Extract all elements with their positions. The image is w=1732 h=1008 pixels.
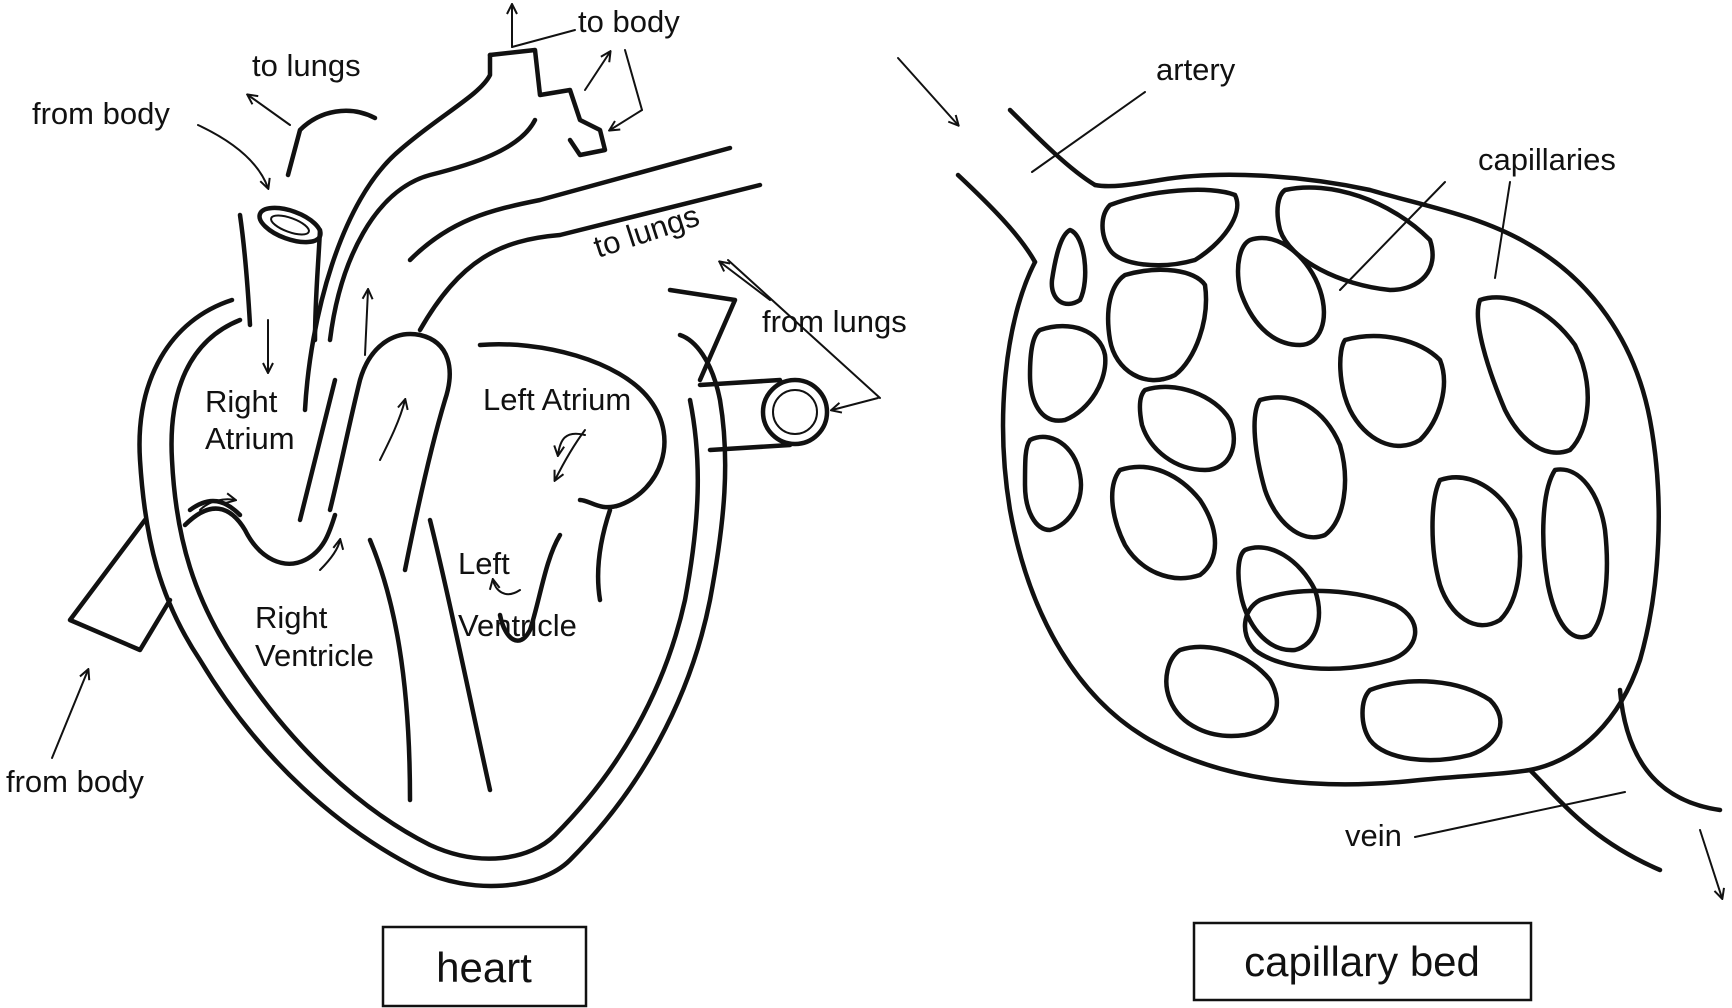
capillary-loop (1238, 238, 1324, 345)
label-left-atrium: Left Atrium (483, 382, 631, 417)
from-lungs-arrow-2 (832, 398, 878, 410)
capillary-loop (1112, 467, 1215, 578)
heart-caption: heart (436, 944, 532, 991)
label-vein: vein (1345, 818, 1402, 853)
artery-leader (1032, 92, 1145, 172)
capillary-loop (1108, 270, 1206, 380)
capillary-loop (1363, 681, 1501, 760)
artery-wall-lower (958, 175, 1035, 262)
capillary-loop (1255, 397, 1345, 537)
superior-vena-cava (240, 215, 250, 325)
capillary-loop (1052, 230, 1085, 304)
label-left-ventricle-2: Ventricle (458, 608, 577, 643)
capillary-loop (1103, 190, 1238, 265)
flow-arrow (380, 400, 405, 460)
aorta-top (490, 50, 605, 155)
label-artery: artery (1156, 52, 1236, 87)
vena-cava-opening (255, 201, 325, 249)
capillary-caption: capillary bed (1244, 938, 1480, 985)
artery-flow-arrow (898, 58, 958, 125)
flow-arrow (555, 430, 585, 480)
capillary-loop (1433, 477, 1521, 625)
inferior-vena-cava (70, 520, 170, 650)
to-body-leader-2 (625, 50, 642, 110)
capillary-loop (1238, 547, 1318, 650)
flow-arrow (493, 580, 520, 594)
capillary-loop (1030, 326, 1105, 420)
left-valve-2 (598, 510, 610, 600)
vein-wall-upper (1620, 690, 1720, 810)
label-right-ventricle-2: Ventricle (255, 638, 374, 673)
left-atrium-wall (480, 344, 664, 507)
capillary-loop (1166, 647, 1277, 736)
capillary-loop (1245, 591, 1415, 669)
septum-left (370, 540, 410, 800)
vein-flow-arrow (1700, 830, 1722, 898)
label-right-atrium-2: Atrium (205, 421, 295, 456)
to-body-arrow-3 (610, 110, 642, 130)
left-pulmonary-vessel (288, 111, 375, 175)
label-capillaries: capillaries (1478, 142, 1616, 177)
right-valve (185, 509, 335, 564)
from-body-top-arrow (198, 125, 268, 188)
capillary-loop (1543, 469, 1607, 637)
capillary-loop (1140, 387, 1234, 470)
from-body-bottom-arrow (52, 670, 88, 758)
label-right-atrium-1: Right (205, 384, 278, 419)
capillary-loop (1025, 437, 1081, 530)
heart-diagram: to body to lungs from body to lungs from… (6, 4, 907, 1006)
label-to-lungs-top: to lungs (252, 48, 361, 83)
label-right-ventricle-1: Right (255, 600, 328, 635)
to-lungs-arrow (248, 95, 290, 125)
capillary-loop (1340, 336, 1444, 446)
pulmonary-artery-lower (420, 185, 760, 330)
label-from-body-top: from body (32, 96, 170, 131)
label-left-ventricle-1: Left (458, 546, 510, 581)
label-from-lungs: from lungs (762, 304, 907, 339)
capillary-outer-boundary (1003, 175, 1659, 785)
capillary-loop (1478, 297, 1588, 452)
vein-wall-lower (1530, 770, 1660, 870)
label-to-lungs-artery: to lungs (589, 198, 703, 265)
capillary-bed-diagram: artery capillaries vein capillary bed (898, 52, 1722, 1000)
artery-wall-upper (1010, 110, 1095, 185)
to-body-leader (512, 30, 575, 47)
label-to-body: to body (578, 4, 680, 39)
pulmonary-vein-lumen (773, 390, 817, 434)
to-body-arrow-2 (585, 52, 610, 90)
label-from-body-bottom: from body (6, 764, 144, 799)
flow-arrow (365, 290, 368, 355)
aorta-arch (305, 55, 490, 410)
from-lungs-arrow (720, 262, 770, 300)
